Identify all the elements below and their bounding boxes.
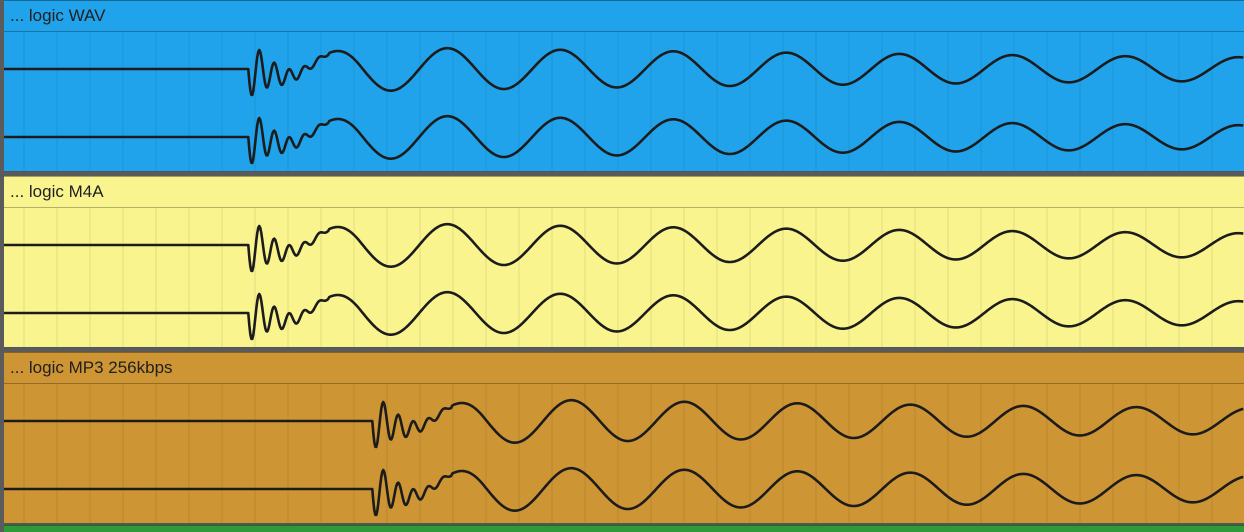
region-waveform-area[interactable]	[4, 384, 1244, 523]
timeline-grid	[23, 32, 1213, 171]
waveform-channel-1	[4, 398, 1244, 449]
waveform	[4, 208, 1244, 347]
region-title-bar[interactable]: ... logic M4A	[4, 177, 1244, 208]
track-divider	[0, 172, 1244, 176]
audio-region-m4a[interactable]: ... logic M4A	[4, 176, 1244, 347]
timeline-grid	[23, 384, 1213, 523]
track-edge-strip	[0, 0, 4, 532]
waveform	[4, 32, 1244, 171]
region-waveform-area[interactable]	[4, 208, 1244, 347]
waveform	[4, 384, 1244, 523]
region-title: ... logic MP3 256kbps	[10, 358, 173, 377]
audio-region-wav[interactable]: ... logic WAV	[4, 0, 1244, 171]
waveform-channel-1	[4, 222, 1244, 273]
region-title-bar[interactable]: ... logic MP3 256kbps	[4, 353, 1244, 384]
region-title-bar[interactable]: ... logic WAV	[4, 1, 1244, 32]
waveform-channel-2	[4, 290, 1244, 341]
track-divider	[0, 348, 1244, 352]
waveform-channel-1	[4, 46, 1244, 97]
waveform-channel-2	[4, 466, 1244, 517]
waveform-channel-2	[4, 114, 1244, 165]
region-title: ... logic M4A	[10, 182, 104, 201]
audio-region-mp3[interactable]: ... logic MP3 256kbps	[4, 352, 1244, 523]
next-track-region-edge[interactable]	[4, 525, 1244, 532]
region-waveform-area[interactable]	[4, 32, 1244, 171]
region-title: ... logic WAV	[10, 6, 106, 25]
timeline-grid	[23, 208, 1213, 347]
